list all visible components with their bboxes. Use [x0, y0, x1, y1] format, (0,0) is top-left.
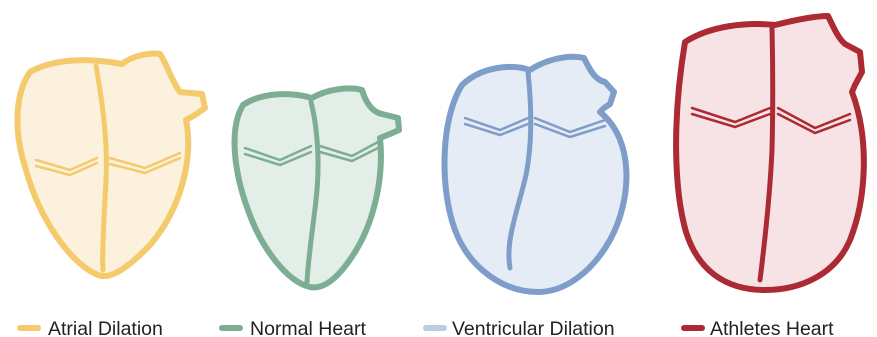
legend-item-ventricular-dilation: Ventricular Dilation — [426, 318, 615, 337]
legend: Atrial Dilation Normal Heart Ventricular… — [20, 318, 834, 337]
normal-heart — [235, 88, 399, 287]
ventricular-dilation-heart — [445, 57, 627, 292]
legend-label-atrial-dilation: Atrial Dilation — [48, 318, 163, 337]
legend-item-athletes-heart: Athletes Heart — [684, 318, 834, 337]
ventricular-dilation-heart-outline — [445, 57, 627, 292]
legend-label-normal-heart: Normal Heart — [250, 318, 367, 337]
legend-label-ventricular-dilation: Ventricular Dilation — [452, 318, 615, 337]
atrial-dilation-heart — [17, 53, 205, 276]
legend-item-atrial-dilation: Atrial Dilation — [20, 318, 163, 337]
legend-item-normal-heart: Normal Heart — [222, 318, 367, 337]
legend-label-athletes-heart: Athletes Heart — [710, 318, 834, 337]
athletes-heart — [676, 16, 864, 290]
